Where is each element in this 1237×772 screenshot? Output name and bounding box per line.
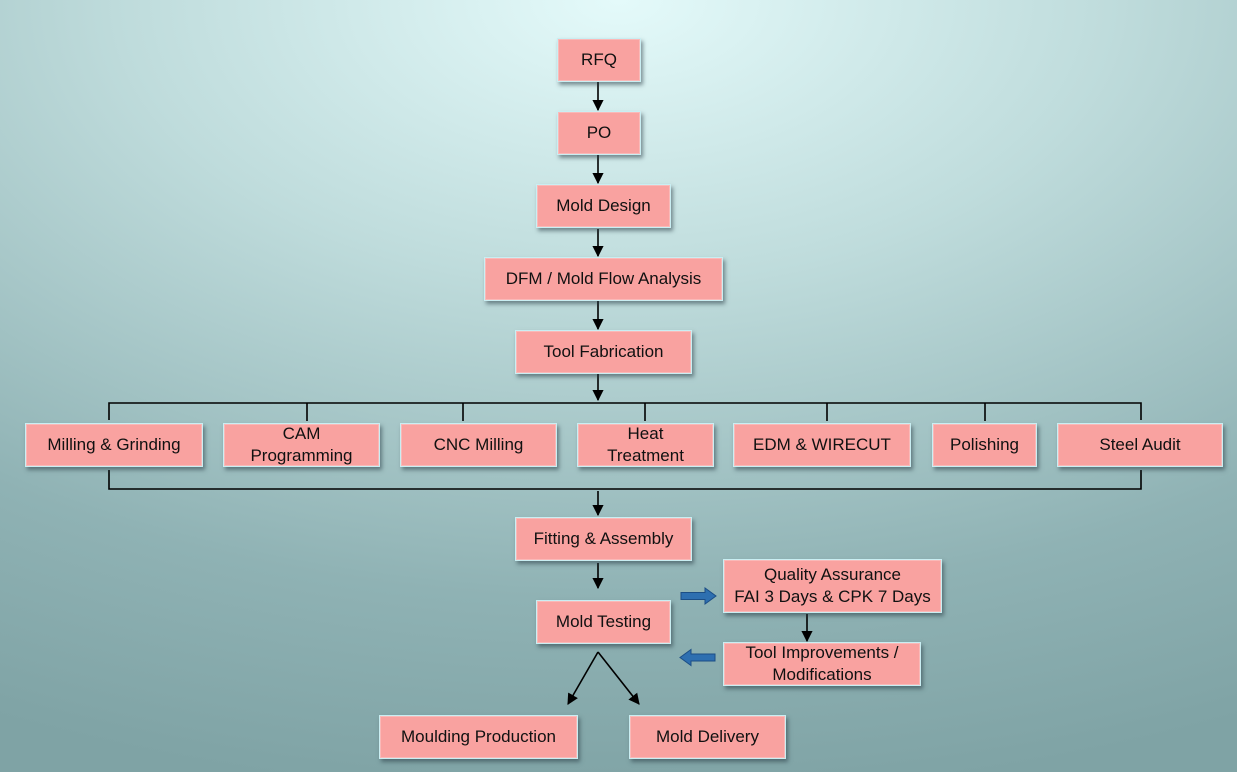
node-mold-design[interactable]: Mold Design [536,184,671,228]
arrow-testing-delivery [597,651,640,705]
node-cnc-milling[interactable]: CNC Milling [400,423,557,467]
node-quality-assurance[interactable]: Quality Assurance FAI 3 Days & CPK 7 Day… [723,559,942,613]
node-heat-treatment[interactable]: Heat Treatment [577,423,714,467]
node-moulding-production[interactable]: Moulding Production [379,715,578,759]
node-steel-audit[interactable]: Steel Audit [1057,423,1223,467]
node-cam-programming[interactable]: CAM Programming [223,423,380,467]
side-arrow-left [679,648,716,667]
top-bracket [108,402,1142,420]
node-dfm-mold-flow[interactable]: DFM / Mold Flow Analysis [484,257,723,301]
node-tool-fabrication[interactable]: Tool Fabrication [515,330,692,374]
bottom-bracket [108,470,1142,490]
node-mold-delivery[interactable]: Mold Delivery [629,715,786,759]
arrow-testing-production [567,651,599,705]
node-edm-wirecut[interactable]: EDM & WIRECUT [733,423,911,467]
node-po[interactable]: PO [557,111,641,155]
side-arrow-right [680,587,717,605]
node-fitting-assembly[interactable]: Fitting & Assembly [515,517,692,561]
node-polishing[interactable]: Polishing [932,423,1037,467]
node-tool-improvements[interactable]: Tool Improvements / Modifications [723,642,921,686]
node-rfq[interactable]: RFQ [557,38,641,82]
node-milling-grinding[interactable]: Milling & Grinding [25,423,203,467]
node-mold-testing[interactable]: Mold Testing [536,600,671,644]
